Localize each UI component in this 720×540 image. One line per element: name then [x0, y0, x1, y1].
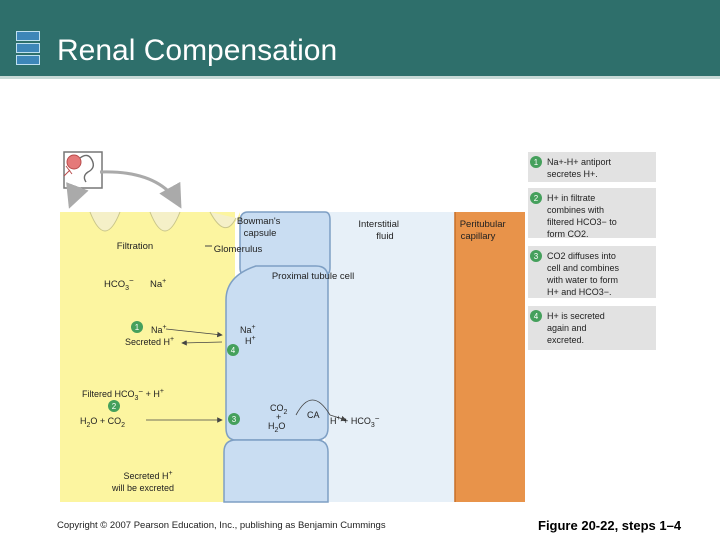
label-glomerulus: Glomerulus: [214, 244, 263, 255]
filtered-hco3-h: Filtered HCO3− + H+: [82, 387, 164, 402]
title-rule: [0, 76, 720, 79]
logo-bar: [16, 55, 40, 65]
badge-3-cell-text: 3: [232, 415, 237, 424]
step-badge-2: [530, 192, 542, 204]
badge-1-lumen: [131, 321, 143, 333]
step-3-line: cell and combines: [547, 263, 620, 273]
figure-caption: Figure 20-22, steps 1–4: [538, 518, 682, 533]
step-panel-4: [528, 306, 656, 350]
step-badge-text-1: 1: [534, 158, 539, 167]
lumen-h2o-co2: H2O + CO2: [80, 416, 125, 429]
label-proximal-tubule-cell: Proximal tubule cell: [272, 271, 354, 282]
label-bowmans-capsule: Bowman's capsule: [237, 216, 283, 239]
label-peritubular-capillary: Peritubular capillary: [460, 219, 509, 242]
excreted-line-1: Secreted H+: [123, 470, 172, 481]
label-filtration: Filtration: [117, 241, 153, 252]
step-3-line: with water to form: [546, 275, 618, 285]
badge-1-lumen-text: 1: [135, 323, 140, 332]
logo-bar: [16, 43, 40, 53]
interstitial-fluid-region: [325, 212, 455, 502]
step-panel-2: [528, 188, 656, 238]
tubule-lumen: [60, 212, 235, 502]
h-out-arrow: [181, 340, 223, 346]
label-ca: CA: [307, 410, 320, 420]
cell-h2o: H2O: [268, 421, 285, 434]
step-3-line: H+ and HCO3−.: [547, 287, 612, 297]
step-2-line: H+ in filtrate: [547, 193, 595, 203]
secreted-h: Secreted H+: [125, 336, 174, 347]
slide-title: Renal Compensation: [57, 34, 338, 67]
step-3-line: CO2 diffuses into: [547, 251, 616, 261]
peritubular-capillary: [455, 212, 525, 502]
glomerulus-capillaries: [89, 211, 237, 232]
badge-2-lumen-text: 2: [112, 402, 117, 411]
step-badge-text-4: 4: [534, 312, 539, 321]
cell-h: H+: [245, 335, 256, 346]
step-panels: 1 Na+-H+ antiport secretes H+. 2 H+ in filtr…: [528, 152, 656, 350]
step-badge-3: [530, 250, 542, 262]
step-panel-3: [528, 246, 656, 298]
badge-4-cell: [227, 344, 239, 356]
step-2-line: form CO2.: [547, 229, 589, 239]
step-1-line: Na+-H+ antiport: [547, 157, 612, 167]
step-badge-text-2: 2: [534, 194, 539, 203]
cell-na: Na+: [240, 324, 256, 335]
logo-bar: [16, 31, 40, 41]
badge-2-lumen: [108, 400, 120, 412]
step-4-line: H+ is secreted: [547, 311, 605, 321]
cell-plus: +: [276, 412, 281, 422]
step-4-line: again and: [547, 323, 587, 333]
step-4-line: excreted.: [547, 335, 584, 345]
antiport-na: Na+: [151, 324, 167, 335]
cell-h-hco3: H+ + HCO3−: [330, 414, 380, 429]
step-panel-1: [528, 152, 656, 182]
cell-co2: CO2: [270, 403, 288, 416]
lower-tubule-cell: [223, 439, 329, 503]
nephron-thumbnail-icon: [63, 151, 182, 209]
slide-logo-icon: [0, 0, 50, 76]
step-1-line: secretes H+.: [547, 169, 598, 179]
na-in-arrow: [165, 328, 223, 338]
badge-3-cell: [228, 413, 240, 425]
step-badge-1: [530, 156, 542, 168]
title-bar: [0, 0, 720, 76]
step-badge-text-3: 3: [534, 252, 539, 261]
excreted-line-2: will be excreted: [111, 483, 174, 493]
step-badge-4: [530, 310, 542, 322]
carbonic-anhydrase-arrow: [295, 399, 331, 416]
badge-4-cell-text: 4: [231, 346, 236, 355]
carbonic-anhydrase-arrowhead: [329, 414, 347, 422]
step-2-line: combines with: [547, 205, 604, 215]
label-interstitial-fluid: Interstitial fluid: [358, 219, 401, 242]
step-2-line: filtered HCO3− to: [547, 217, 617, 227]
copyright-text: Copyright © 2007 Pearson Education, Inc.…: [57, 520, 386, 531]
